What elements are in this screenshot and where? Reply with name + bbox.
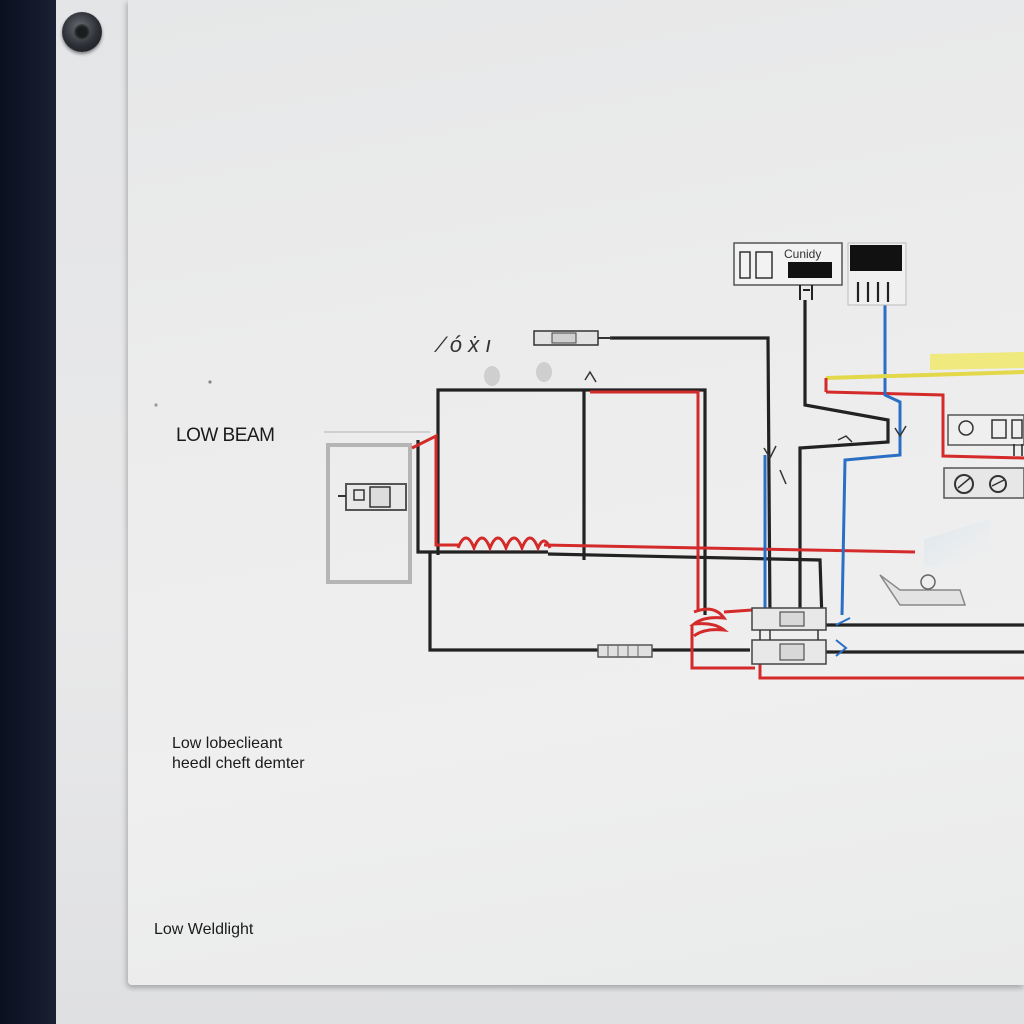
caption-line-1: Low lobeclieant bbox=[172, 735, 283, 752]
right-connector-lower bbox=[943, 467, 1024, 499]
diagram-sheet bbox=[128, 0, 1024, 985]
caption-line-2: heedl cheft demter bbox=[172, 755, 305, 772]
low-beam-label: LOW BEAM bbox=[176, 425, 275, 446]
footer-label: Low Weldlight bbox=[154, 921, 254, 938]
blue-wires bbox=[763, 300, 902, 616]
coil-relay bbox=[689, 607, 753, 638]
yellow-bus bbox=[824, 352, 1024, 392]
top-box-text: Cunidy bbox=[784, 247, 821, 261]
faint-marks bbox=[154, 362, 552, 407]
dark-background-edge bbox=[0, 0, 58, 1024]
inline-fuse-bottom bbox=[597, 644, 653, 658]
low-beam-socket bbox=[324, 431, 430, 584]
push-pin-icon bbox=[62, 12, 102, 52]
coil-resistor bbox=[456, 536, 552, 553]
top-marks: ⁄ ó ẋ ı bbox=[434, 332, 491, 357]
red-wires bbox=[411, 390, 1024, 680]
ground-bracket bbox=[879, 520, 990, 606]
right-connector-upper bbox=[947, 414, 1024, 456]
wire-marks bbox=[584, 370, 907, 485]
top-connector-right bbox=[847, 242, 907, 306]
top-connector-box: Cunidy bbox=[733, 242, 843, 300]
inline-connector-top bbox=[533, 330, 612, 346]
black-wires bbox=[416, 300, 1024, 654]
relay-block bbox=[751, 607, 851, 665]
